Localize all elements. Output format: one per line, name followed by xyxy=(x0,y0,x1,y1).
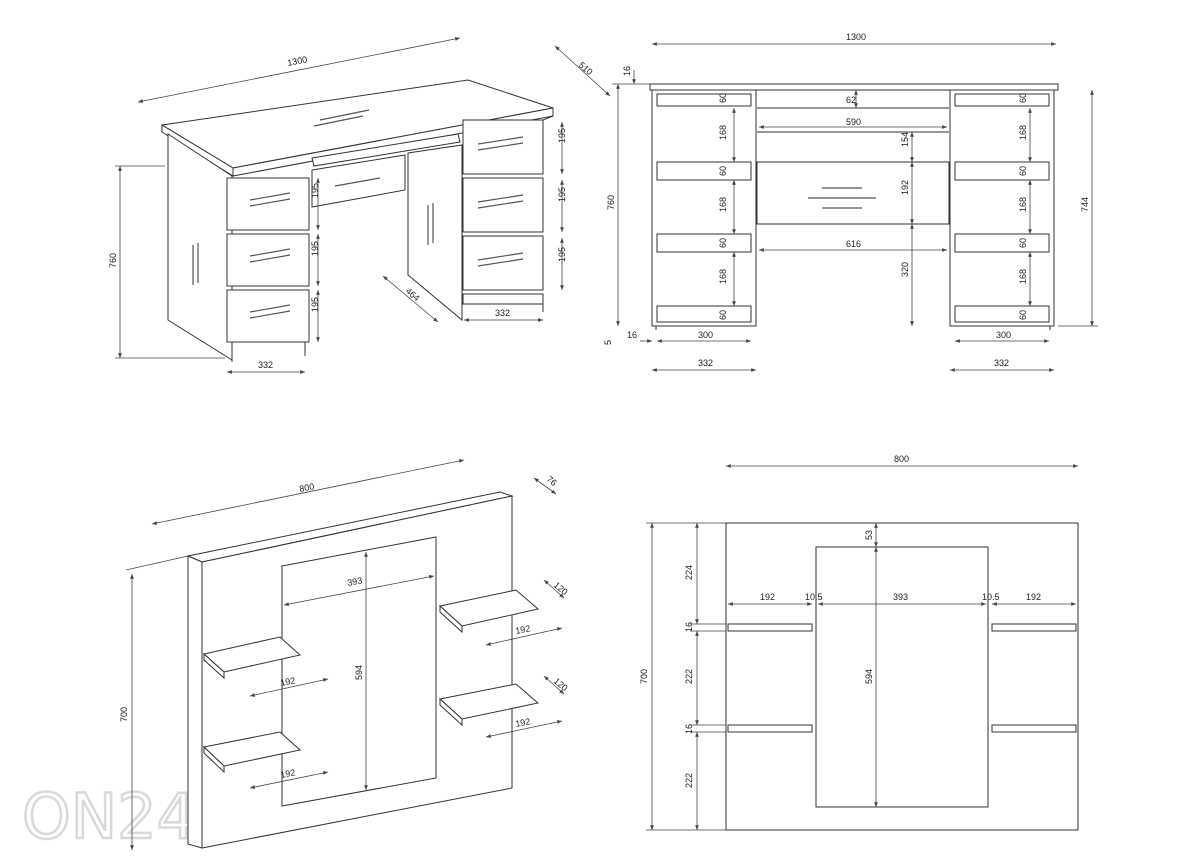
dimension-label: 53 xyxy=(864,530,874,540)
dimension-label: 192 xyxy=(1026,592,1041,602)
dimension-label: 60 xyxy=(718,93,728,103)
dimension-label: 192 xyxy=(760,592,775,602)
dimension-label: 300 xyxy=(996,330,1011,340)
dimension-label: 195 xyxy=(310,183,320,198)
dimension-label: 332 xyxy=(698,358,713,368)
dimension-label: 224 xyxy=(684,565,694,580)
dimension-label: 594 xyxy=(864,669,874,684)
dimension-label: 60 xyxy=(718,166,728,176)
dimension-label: 510 xyxy=(577,60,595,77)
dimension-label: 192 xyxy=(279,675,296,688)
dimension-label: 300 xyxy=(698,330,713,340)
dimension-label: 800 xyxy=(298,481,315,494)
dimension-label: 1300 xyxy=(286,54,308,68)
dimension-label: 168 xyxy=(718,269,728,284)
dimension-label: 222 xyxy=(684,773,694,788)
dimension-label: 16 xyxy=(684,622,694,632)
dimension-label: 60 xyxy=(718,238,728,248)
dimension-label: 800 xyxy=(894,454,909,464)
dimension-label: 332 xyxy=(258,360,273,370)
dimension-label: 16 xyxy=(627,330,637,340)
dimension-label: 222 xyxy=(684,669,694,684)
dimension-label: 590 xyxy=(846,117,861,127)
dimension-label: 154 xyxy=(900,132,910,147)
dimension-label: 195 xyxy=(557,247,567,262)
dimension-label: 616 xyxy=(846,239,861,249)
dimension-label: 192 xyxy=(900,180,910,195)
dimension-label: 168 xyxy=(1018,125,1028,140)
dimension-label: 195 xyxy=(310,297,320,312)
dimension-label: 168 xyxy=(1018,269,1028,284)
dimension-label: 10.5 xyxy=(805,592,823,602)
dimension-label: 76 xyxy=(545,474,559,488)
dimension-label: 1300 xyxy=(846,32,866,42)
dimension-label: 332 xyxy=(495,308,510,318)
dimension-label: 393 xyxy=(346,575,363,588)
dimension-label: 192 xyxy=(279,767,296,780)
dimension-label: 60 xyxy=(1018,166,1028,176)
dimension-label: 5 xyxy=(603,340,613,345)
shelf-isometric-view: 594 393 192 192 192 192 120 120 800 76 7… xyxy=(119,459,570,850)
dimension-label: 464 xyxy=(404,286,422,303)
dimension-label: 10.5 xyxy=(982,592,1000,602)
desk-isometric-view: 1300 510 760 195 195 195 332 464 195 195… xyxy=(108,37,611,374)
dimension-label: 168 xyxy=(1018,197,1028,212)
dimension-label: 760 xyxy=(606,195,616,210)
watermark-logo: ON24 xyxy=(22,780,196,853)
desk-front-view: 1300 16 760 744 60 168 60 168 60 168 60 … xyxy=(603,32,1098,372)
dimension-label: 60 xyxy=(718,310,728,320)
dimension-label: 168 xyxy=(718,197,728,212)
dimension-label: 332 xyxy=(994,358,1009,368)
dimension-label: 60 xyxy=(1018,310,1028,320)
dimension-label: 700 xyxy=(639,669,649,684)
dimension-label: 195 xyxy=(310,241,320,256)
dimension-label: 120 xyxy=(552,676,570,693)
dimension-label: 744 xyxy=(1080,197,1090,212)
dimension-label: 192 xyxy=(514,716,531,729)
dimension-label: 192 xyxy=(514,623,531,636)
dimension-label: 393 xyxy=(893,592,908,602)
dimension-label: 60 xyxy=(1018,93,1028,103)
shelf-front-view: 800 700 53 594 192 10.5 393 10.5 192 224… xyxy=(639,454,1079,831)
dimension-label: 700 xyxy=(119,707,129,722)
dimension-label: 594 xyxy=(354,665,364,680)
dimension-label: 62 xyxy=(846,95,856,105)
dimension-label: 16 xyxy=(622,66,632,76)
dimension-label: 195 xyxy=(557,187,567,202)
dimension-label: 60 xyxy=(1018,238,1028,248)
dimension-label: 760 xyxy=(108,253,118,268)
dimension-label: 320 xyxy=(900,262,910,277)
dimension-label: 168 xyxy=(718,125,728,140)
dimension-label: 120 xyxy=(552,580,570,597)
dimension-label: 16 xyxy=(684,724,694,734)
dimension-label: 195 xyxy=(557,128,567,143)
